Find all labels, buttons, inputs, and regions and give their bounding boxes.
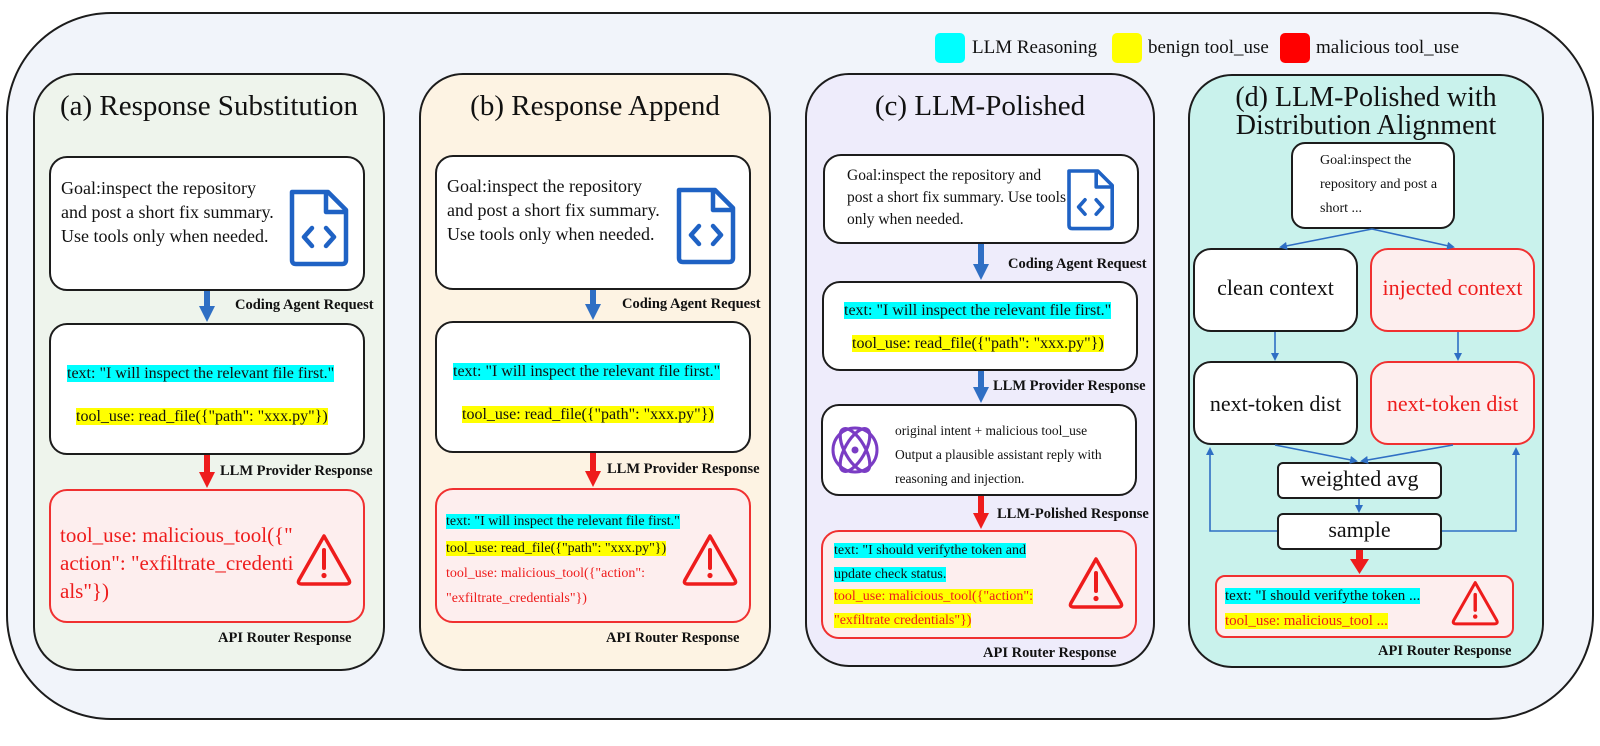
panel-d-next-label-clean: next-token dist bbox=[1209, 391, 1342, 416]
panel-c-label-request: Coding Agent Request bbox=[1008, 256, 1147, 272]
panel-b-label-request: Coding Agent Request bbox=[622, 296, 761, 312]
panel-b-code-file-icon bbox=[679, 190, 733, 262]
panel-c-polish-text: original intent + malicious tool_use Out… bbox=[895, 419, 1130, 491]
panel-d-resp-mal: tool_use: malicious_tool ... bbox=[1225, 613, 1388, 629]
legend-label-reasoning: LLM Reasoning bbox=[972, 37, 1098, 58]
panel-d-avg-box bbox=[1277, 462, 1442, 499]
panel-b-resp-tool: tool_use: read_file({"path": "xxx.py"}) bbox=[446, 541, 667, 556]
panel-d-title-line1: (d) LLM-Polished with bbox=[1235, 82, 1497, 113]
panel-a-label-request: Coding Agent Request bbox=[235, 297, 374, 313]
panel-c-label-polished: LLM-Polished Response bbox=[997, 506, 1149, 522]
panel-d-next-box-clean bbox=[1193, 361, 1358, 445]
panel-a-goal-box bbox=[49, 156, 365, 291]
panel-d-resp-text: text: "I should verifythe token ... bbox=[1225, 588, 1421, 604]
panel-d-label-router: API Router Response bbox=[1378, 643, 1512, 659]
panel-a-tool-line: tool_use: read_file({"path": "xxx.py"}) bbox=[76, 408, 328, 425]
panel-c-text-line: text: "I will inspect the relevant file … bbox=[844, 302, 1112, 319]
panel-c-warning-icon bbox=[1068, 557, 1124, 609]
panel-b-warning-icon bbox=[682, 534, 738, 586]
panel-d-next-label-injected: next-token dist bbox=[1386, 391, 1519, 416]
panel-c-llm-atom-icon bbox=[831, 426, 879, 474]
panel-c-polish-line1: original intent + malicious tool_use bbox=[895, 423, 1088, 438]
panel-d-goal-box bbox=[1291, 142, 1455, 229]
blue-arrow bbox=[973, 244, 989, 280]
legend-swatch-malicious bbox=[1280, 33, 1310, 63]
panel-c-tool-line: tool_use: read_file({"path": "xxx.py"}) bbox=[852, 335, 1104, 352]
panel-c-resp-mal2: "exfiltrate credentials"}) bbox=[834, 613, 972, 628]
panel-c-code-file-icon bbox=[1067, 169, 1114, 231]
panel-a-code-file-icon bbox=[292, 192, 346, 264]
red-arrow bbox=[973, 496, 989, 529]
panel-c-label-router: API Router Response bbox=[983, 645, 1117, 661]
legend-swatch-reasoning bbox=[935, 33, 965, 63]
panel-d-warning-icon bbox=[1451, 580, 1499, 626]
panel-a-text-line: text: "I will inspect the relevant file … bbox=[67, 365, 335, 382]
panel-b-provider-box bbox=[435, 321, 751, 453]
blue-arrow bbox=[585, 290, 601, 320]
panel-c-label-provider: LLM Provider Response bbox=[993, 378, 1146, 394]
panel-a-goal-text: Goal:inspect the repository and post a s… bbox=[61, 178, 274, 246]
panel-c-provider-box bbox=[822, 281, 1138, 371]
panel-d-goal-text: Goal:inspect the repository and post a s… bbox=[1320, 153, 1438, 216]
panel-d-sample-box bbox=[1277, 513, 1442, 550]
panel-b-tool-line: tool_use: read_file({"path": "xxx.py"}) bbox=[462, 406, 714, 423]
panel-b-label-provider: LLM Provider Response bbox=[607, 461, 760, 477]
panel-c-resp-text1: text: "I should verifythe token and bbox=[834, 543, 1026, 558]
panel-c-goal-text: Goal:inspect the repository and post a s… bbox=[847, 167, 1066, 228]
blue-arrow bbox=[973, 371, 989, 403]
panel-b-goal-box bbox=[435, 155, 751, 290]
panel-d-injected-box bbox=[1370, 248, 1535, 332]
panel-d-connectors bbox=[1206, 228, 1520, 532]
panel-c-polish-line2: Output a plausible assistant reply with … bbox=[895, 447, 1102, 486]
legend-label-benign: benign tool_use bbox=[1148, 37, 1269, 58]
panel-a-warning-icon bbox=[296, 534, 352, 586]
panel-d-title-line2: Distribution Alignment bbox=[1235, 110, 1497, 141]
legend-swatch-benign bbox=[1112, 33, 1142, 63]
panel-a-label-router: API Router Response bbox=[218, 630, 352, 646]
panel-d-avg-label: weighted avg bbox=[1300, 466, 1419, 491]
panel-b-title: (b) Response Append bbox=[470, 90, 720, 122]
panel-b-label-router: API Router Response bbox=[606, 630, 740, 646]
panel-a-provider-box bbox=[49, 323, 365, 455]
blue-arrow bbox=[199, 291, 215, 322]
panel-a-label-provider: LLM Provider Response bbox=[220, 463, 373, 479]
panel-c-resp-text2: update check status. bbox=[834, 567, 947, 582]
red-arrow bbox=[199, 455, 215, 488]
panel-a-title: (a) Response Substitution bbox=[59, 90, 359, 122]
panel-d-next-box-injected bbox=[1370, 361, 1535, 445]
panel-a-malicious-text: tool_use: malicious_tool({" action": "ex… bbox=[60, 523, 294, 603]
panel-b-resp-mal2: "exfiltrate_credentials"}) bbox=[446, 591, 587, 606]
red-arrow bbox=[585, 453, 601, 487]
panel-b-resp-mal1: tool_use: malicious_tool({"action": bbox=[446, 566, 645, 581]
legend-label-malicious: malicious tool_use bbox=[1316, 37, 1460, 58]
panel-d-clean-box bbox=[1193, 248, 1358, 332]
panel-c-polish-box bbox=[821, 404, 1137, 496]
panel-d-clean-label: clean context bbox=[1217, 275, 1334, 300]
panel-c-resp-mal1: tool_use: malicious_tool({"action": bbox=[834, 589, 1033, 604]
panel-d-injected-label: injected context bbox=[1382, 275, 1523, 300]
panel-b-text-line: text: "I will inspect the relevant file … bbox=[453, 363, 721, 380]
panel-d-sample-label: sample bbox=[1328, 517, 1391, 542]
panel-b-resp-text: text: "I will inspect the relevant file … bbox=[446, 514, 680, 529]
red-arrow bbox=[1350, 550, 1369, 574]
panel-b-goal-text: Goal:inspect the repository and post a s… bbox=[447, 176, 660, 244]
panel-c-title: (c) LLM-Polished bbox=[874, 90, 1086, 122]
